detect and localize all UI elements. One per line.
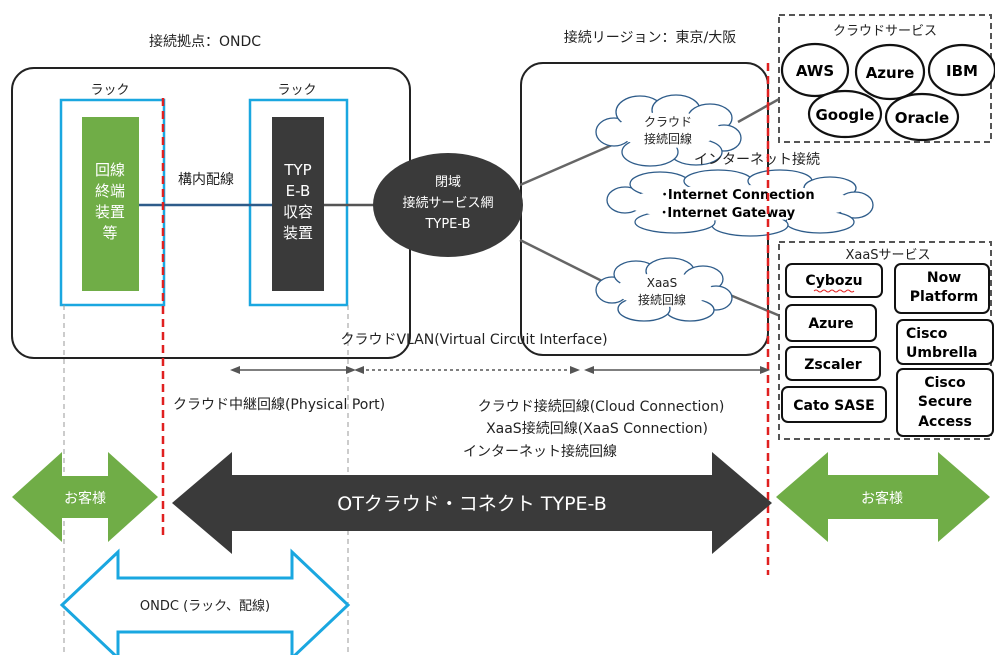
xaas-connection-text-2: 接続回線 xyxy=(638,292,686,307)
internet-title: インターネット接続 xyxy=(694,151,820,168)
zscaler-box xyxy=(785,346,881,381)
premises-wiring-label: 構内配線 xyxy=(178,172,234,188)
line-to-xaas-connection xyxy=(519,238,611,287)
cloud-connection-cloud xyxy=(595,94,742,167)
xaas-services-title: XaaSサービス xyxy=(845,248,930,263)
cloud-services-cloud xyxy=(780,42,995,142)
type-b-text-2: E-B xyxy=(286,182,311,200)
customer-label-left: お客様 xyxy=(64,490,106,507)
rack-2-frame xyxy=(248,98,349,307)
now-platform-label-1: Now xyxy=(927,270,961,286)
measure-arrow-connection xyxy=(584,366,770,374)
aws-label: AWS xyxy=(796,62,834,80)
line-terminal-text-1: 回線 xyxy=(95,161,125,179)
cisco-umbrella-label-1: Cisco xyxy=(906,326,948,342)
zscaler-label: Zscaler xyxy=(804,357,862,373)
xaas-connection-line-label: XaaS接続回線(XaaS Connection) xyxy=(486,420,708,437)
internet-cloud xyxy=(606,169,874,237)
azure-xaas-box xyxy=(785,304,877,342)
rack-1-label: ラック xyxy=(90,83,129,98)
cisco-secure-access-label-3: Access xyxy=(918,414,972,430)
type-b-text-3: 収容 xyxy=(283,203,313,221)
cisco-secure-access-label-2: Secure xyxy=(918,394,972,410)
customer-label-right: お客様 xyxy=(861,490,903,507)
cato-sase-label: Cato SASE xyxy=(793,398,874,414)
azure-cloud-label: Azure xyxy=(866,64,915,82)
vlan-label: クラウドVLAN(Virtual Circuit Interface) xyxy=(340,332,607,348)
google-label: Google xyxy=(816,106,875,124)
ondc-site-box xyxy=(11,67,411,359)
measure-arrow-relay xyxy=(230,366,356,374)
spellcheck-underline xyxy=(813,289,855,293)
line-to-xaas-services xyxy=(729,293,786,320)
cisco-umbrella-label-2: Umbrella xyxy=(906,345,977,361)
azure-xaas-label: Azure xyxy=(808,316,853,332)
line-terminal-text-4: 等 xyxy=(102,224,117,242)
customer-arrow-left xyxy=(12,452,158,542)
type-b-text-1: TYP xyxy=(283,161,311,179)
cybozu-label: Cybozu xyxy=(805,273,862,289)
cybozu-box xyxy=(785,263,883,298)
xaas-connection-text-1: XaaS xyxy=(647,276,678,290)
internet-line-label: インターネット接続回線 xyxy=(463,443,617,460)
measure-arrow-vlan xyxy=(354,366,580,374)
oracle-label: Oracle xyxy=(895,109,949,127)
main-service-label: OTクラウド・コネクト TYPE-B xyxy=(337,493,607,515)
closed-network-text-3: TYPE-B xyxy=(424,217,470,232)
cloud-connection-text-1: クラウド xyxy=(644,115,692,129)
closed-network-ellipse xyxy=(373,153,523,257)
line-terminal-text-2: 終端 xyxy=(95,182,125,200)
internet-text-2: ･Internet Gateway xyxy=(661,206,796,221)
type-b-device xyxy=(272,117,324,291)
ondc-site-label: 接続拠点：ONDC xyxy=(149,33,261,50)
rack-2-label: ラック xyxy=(277,83,316,98)
closed-network-text-1: 閉域 xyxy=(435,175,461,190)
cloud-connection-line-label: クラウド接続回線(Cloud Connection) xyxy=(478,398,725,415)
cloud-connection-text-2: 接続回線 xyxy=(644,131,692,146)
region-label: 接続リージョン：東京/大阪 xyxy=(564,29,736,46)
type-b-text-4: 装置 xyxy=(283,224,313,242)
line-terminal-device xyxy=(82,117,139,291)
line-to-cloud-connection xyxy=(519,143,613,187)
relay-line-label: クラウド中継回線(Physical Port) xyxy=(173,397,385,413)
cisco-secure-access-label-1: Cisco xyxy=(924,375,966,391)
cisco-umbrella-box xyxy=(896,319,994,365)
ibm-label: IBM xyxy=(946,62,978,80)
main-service-arrow xyxy=(172,452,772,554)
internet-text-1: ･Internet Connection xyxy=(661,188,814,203)
xaas-connection-cloud xyxy=(595,257,733,322)
ondc-arrow xyxy=(59,548,351,655)
now-platform-box xyxy=(894,263,990,314)
customer-arrow-right xyxy=(776,452,990,542)
line-terminal-text-3: 装置 xyxy=(95,203,125,221)
ondc-arrow-label: ONDC (ラック、配線) xyxy=(140,598,270,614)
cisco-secure-access-box xyxy=(896,368,994,437)
closed-network-text-2: 接続サービス網 xyxy=(402,195,493,211)
now-platform-label-2: Platform xyxy=(910,289,978,305)
cato-sase-box xyxy=(781,386,887,423)
cloud-services-title: クラウドサービス xyxy=(833,24,937,39)
